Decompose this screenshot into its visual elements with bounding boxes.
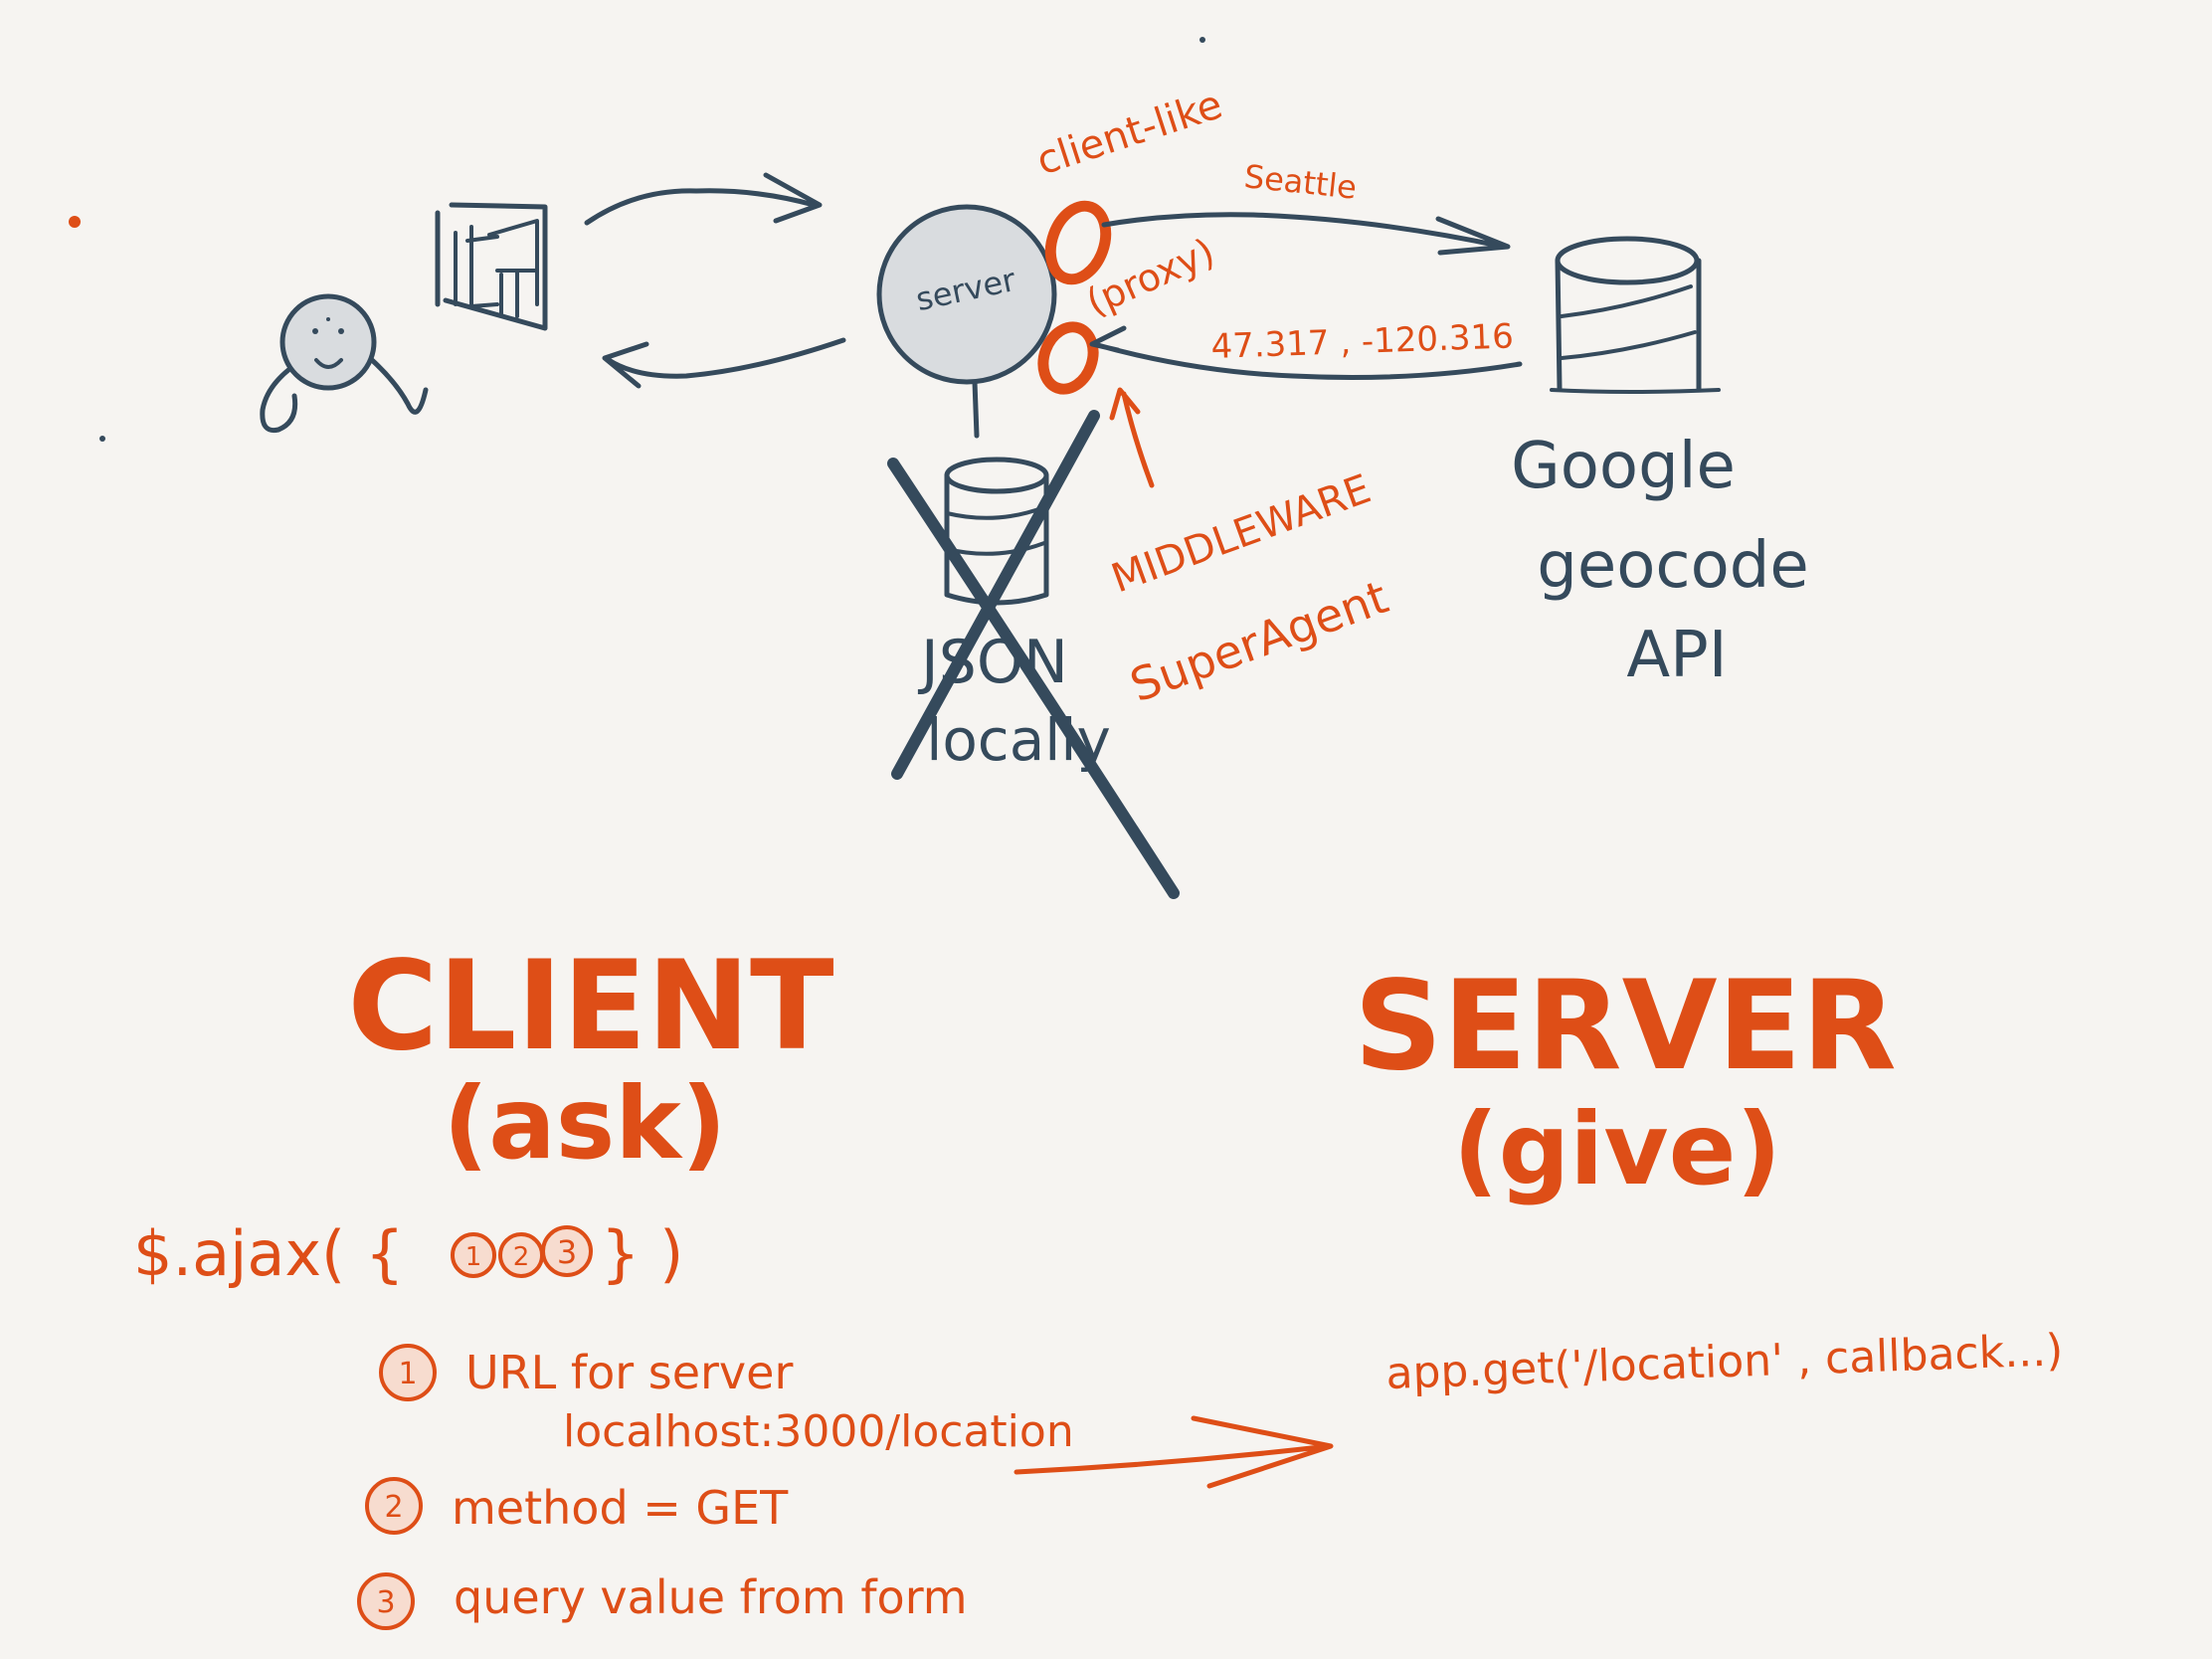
client-item-2-text: method = GET [452,1481,789,1535]
api-label-line1: Google [1511,430,1736,503]
client-item-2-number: 2 [384,1490,403,1525]
client-like-label: client-like [1031,82,1228,184]
stray-dot-top [1199,37,1205,43]
client-item-1-detail: localhost:3000/location [563,1406,1074,1457]
route-arrow [1014,1415,1334,1489]
ajax-suffix: } ) [601,1217,683,1290]
cross-out-mark [887,410,1180,899]
client-item-1-number: 1 [398,1357,417,1391]
api-label-line3: API [1626,619,1727,692]
response-arrow [602,337,846,389]
browser-icon [435,202,548,331]
api-request-label: Seattle [1242,157,1359,207]
ajax-badge-1: 1 [451,1232,496,1278]
api-request-arrow [1101,212,1511,256]
ajax-badge-3-text: 3 [557,1233,577,1271]
ajax-badge-2: 2 [498,1232,544,1278]
proxy-connectors [1037,200,1112,395]
client-item-2: 2 method = GET [365,1477,789,1535]
stray-dot-orange [69,216,81,228]
google-api-database [1550,236,1721,394]
client-subtitle: (ask) [444,1065,727,1182]
client-title: CLIENT [347,935,833,1078]
client-item-3: 3 query value from form [357,1570,968,1630]
ajax-badge-2-text: 2 [513,1242,530,1272]
client-item-1: 1 URL for server localhost:3000/location [379,1344,1074,1457]
client-item-3-text: query value from form [454,1570,968,1624]
api-response-label: 47.317 , -120.316 [1210,316,1514,367]
json-database-crossed: JSON locally [887,410,1180,899]
client-item-3-number: 3 [376,1585,395,1620]
api-label-line2: geocode [1537,529,1809,603]
ajax-badge-3: 3 [541,1225,593,1277]
ajax-badge-1-text: 1 [465,1242,482,1272]
server-node: server [876,204,1057,439]
user-figure [260,293,429,434]
server-subtitle: (give) [1453,1091,1781,1207]
client-item-1-text: URL for server [465,1346,793,1399]
middleware-pointer [1109,387,1155,488]
superagent-label: SuperAgent [1123,570,1394,712]
server-route-code: app.get('/location' , callback...) [1385,1325,2064,1399]
api-response-arrow [1089,325,1523,380]
request-arrow [584,172,823,226]
middleware-label: MIDDLEWARE [1106,466,1378,603]
stray-dot-dark [99,436,105,442]
ajax-prefix: $.ajax( { [133,1217,404,1290]
ajax-badges: 1 2 3 [451,1225,593,1278]
server-title: SERVER [1354,955,1897,1098]
